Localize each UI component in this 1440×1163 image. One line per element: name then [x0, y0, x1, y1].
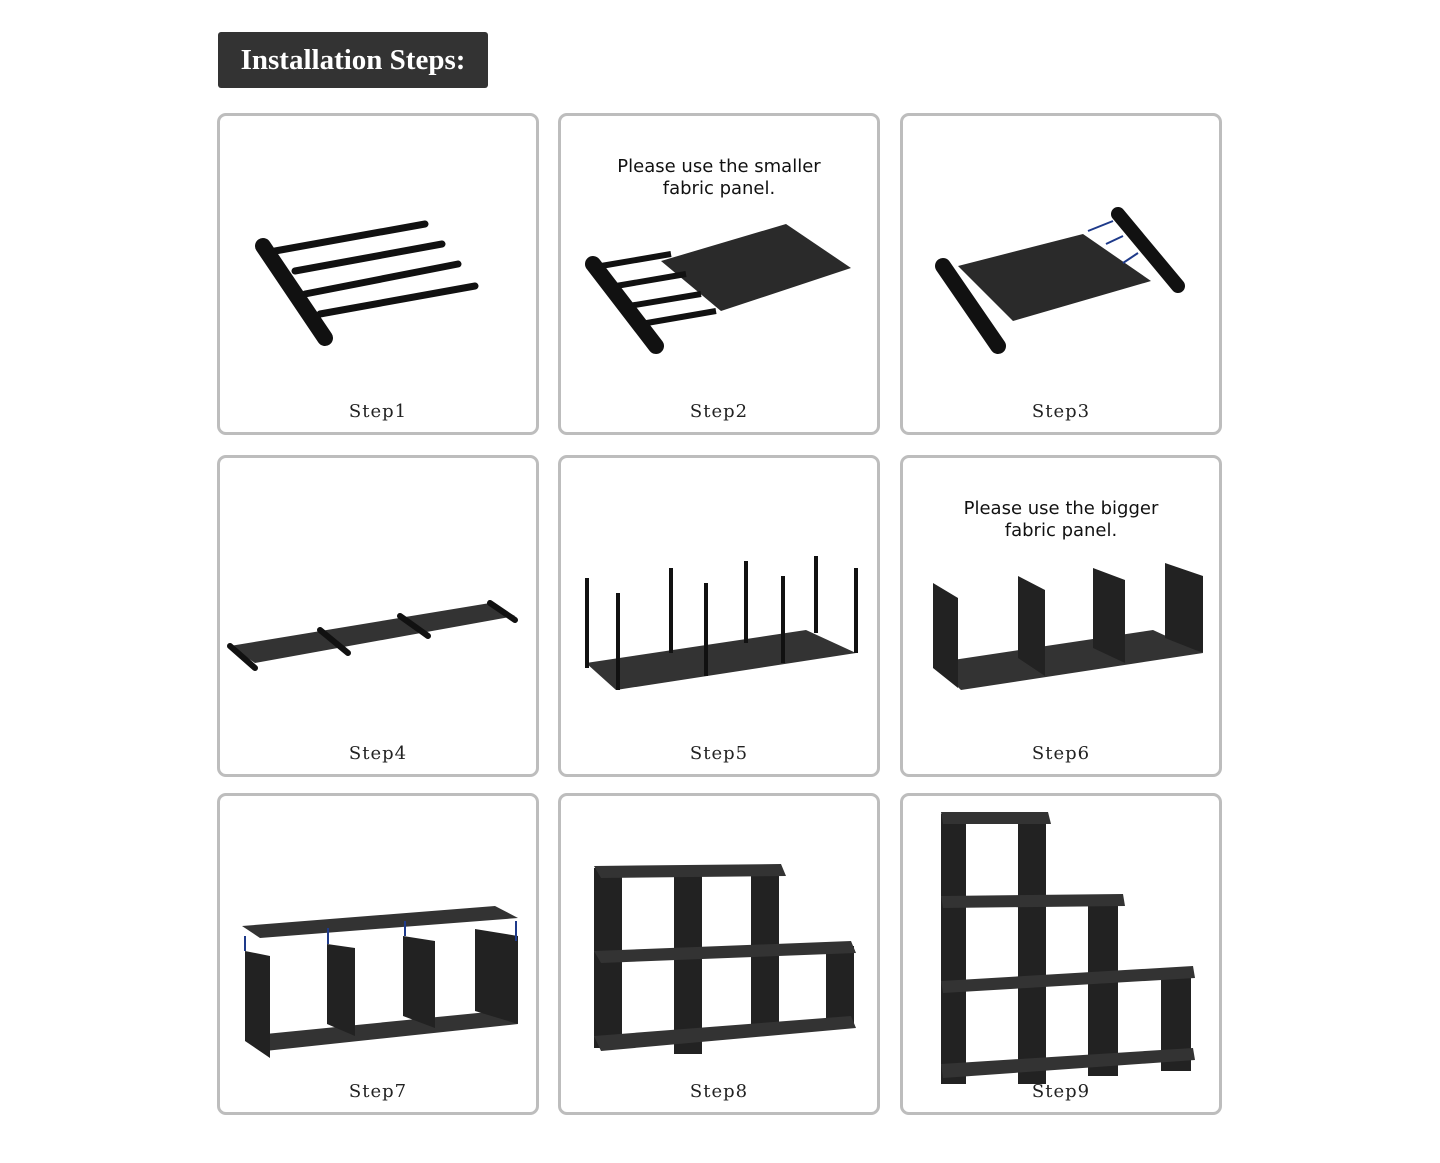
note-line: fabric panel. — [662, 178, 776, 199]
step9-illustration — [941, 812, 1195, 1084]
note-line: fabric panel. — [1004, 520, 1118, 541]
step3-illustration — [935, 207, 1185, 354]
step-label: Step2 — [689, 401, 749, 422]
step-label: Step8 — [689, 1081, 749, 1102]
step8-illustration — [594, 864, 856, 1054]
step-card-4: Step4 — [217, 455, 539, 777]
step-card-7: Step7 — [217, 793, 539, 1115]
step-label: Step6 — [1031, 743, 1091, 764]
step-label: Step7 — [348, 1081, 408, 1102]
step2-illustration — [585, 224, 851, 354]
step-label: Step4 — [348, 743, 408, 764]
step6-illustration — [933, 563, 1203, 690]
step1-illustration — [255, 220, 479, 346]
step-card-8: Step8 — [558, 793, 880, 1115]
step-label: Step1 — [348, 401, 408, 422]
step5-illustration — [585, 556, 858, 690]
step-label: Step3 — [1031, 401, 1091, 422]
step7-illustration — [242, 906, 518, 1058]
step-label: Step5 — [689, 743, 749, 764]
page-title: Installation Steps: — [218, 32, 488, 88]
step-card-1: Step1 — [217, 113, 539, 435]
step-card-3: Step3 — [900, 113, 1222, 435]
step4-illustration — [227, 600, 518, 671]
step-card-9: Step9 — [900, 793, 1222, 1115]
step-label: Step9 — [1031, 1081, 1091, 1102]
step-card-5: Step5 — [558, 455, 880, 777]
note-line: Please use the smaller — [617, 156, 821, 177]
note-line: Please use the bigger — [963, 498, 1159, 519]
